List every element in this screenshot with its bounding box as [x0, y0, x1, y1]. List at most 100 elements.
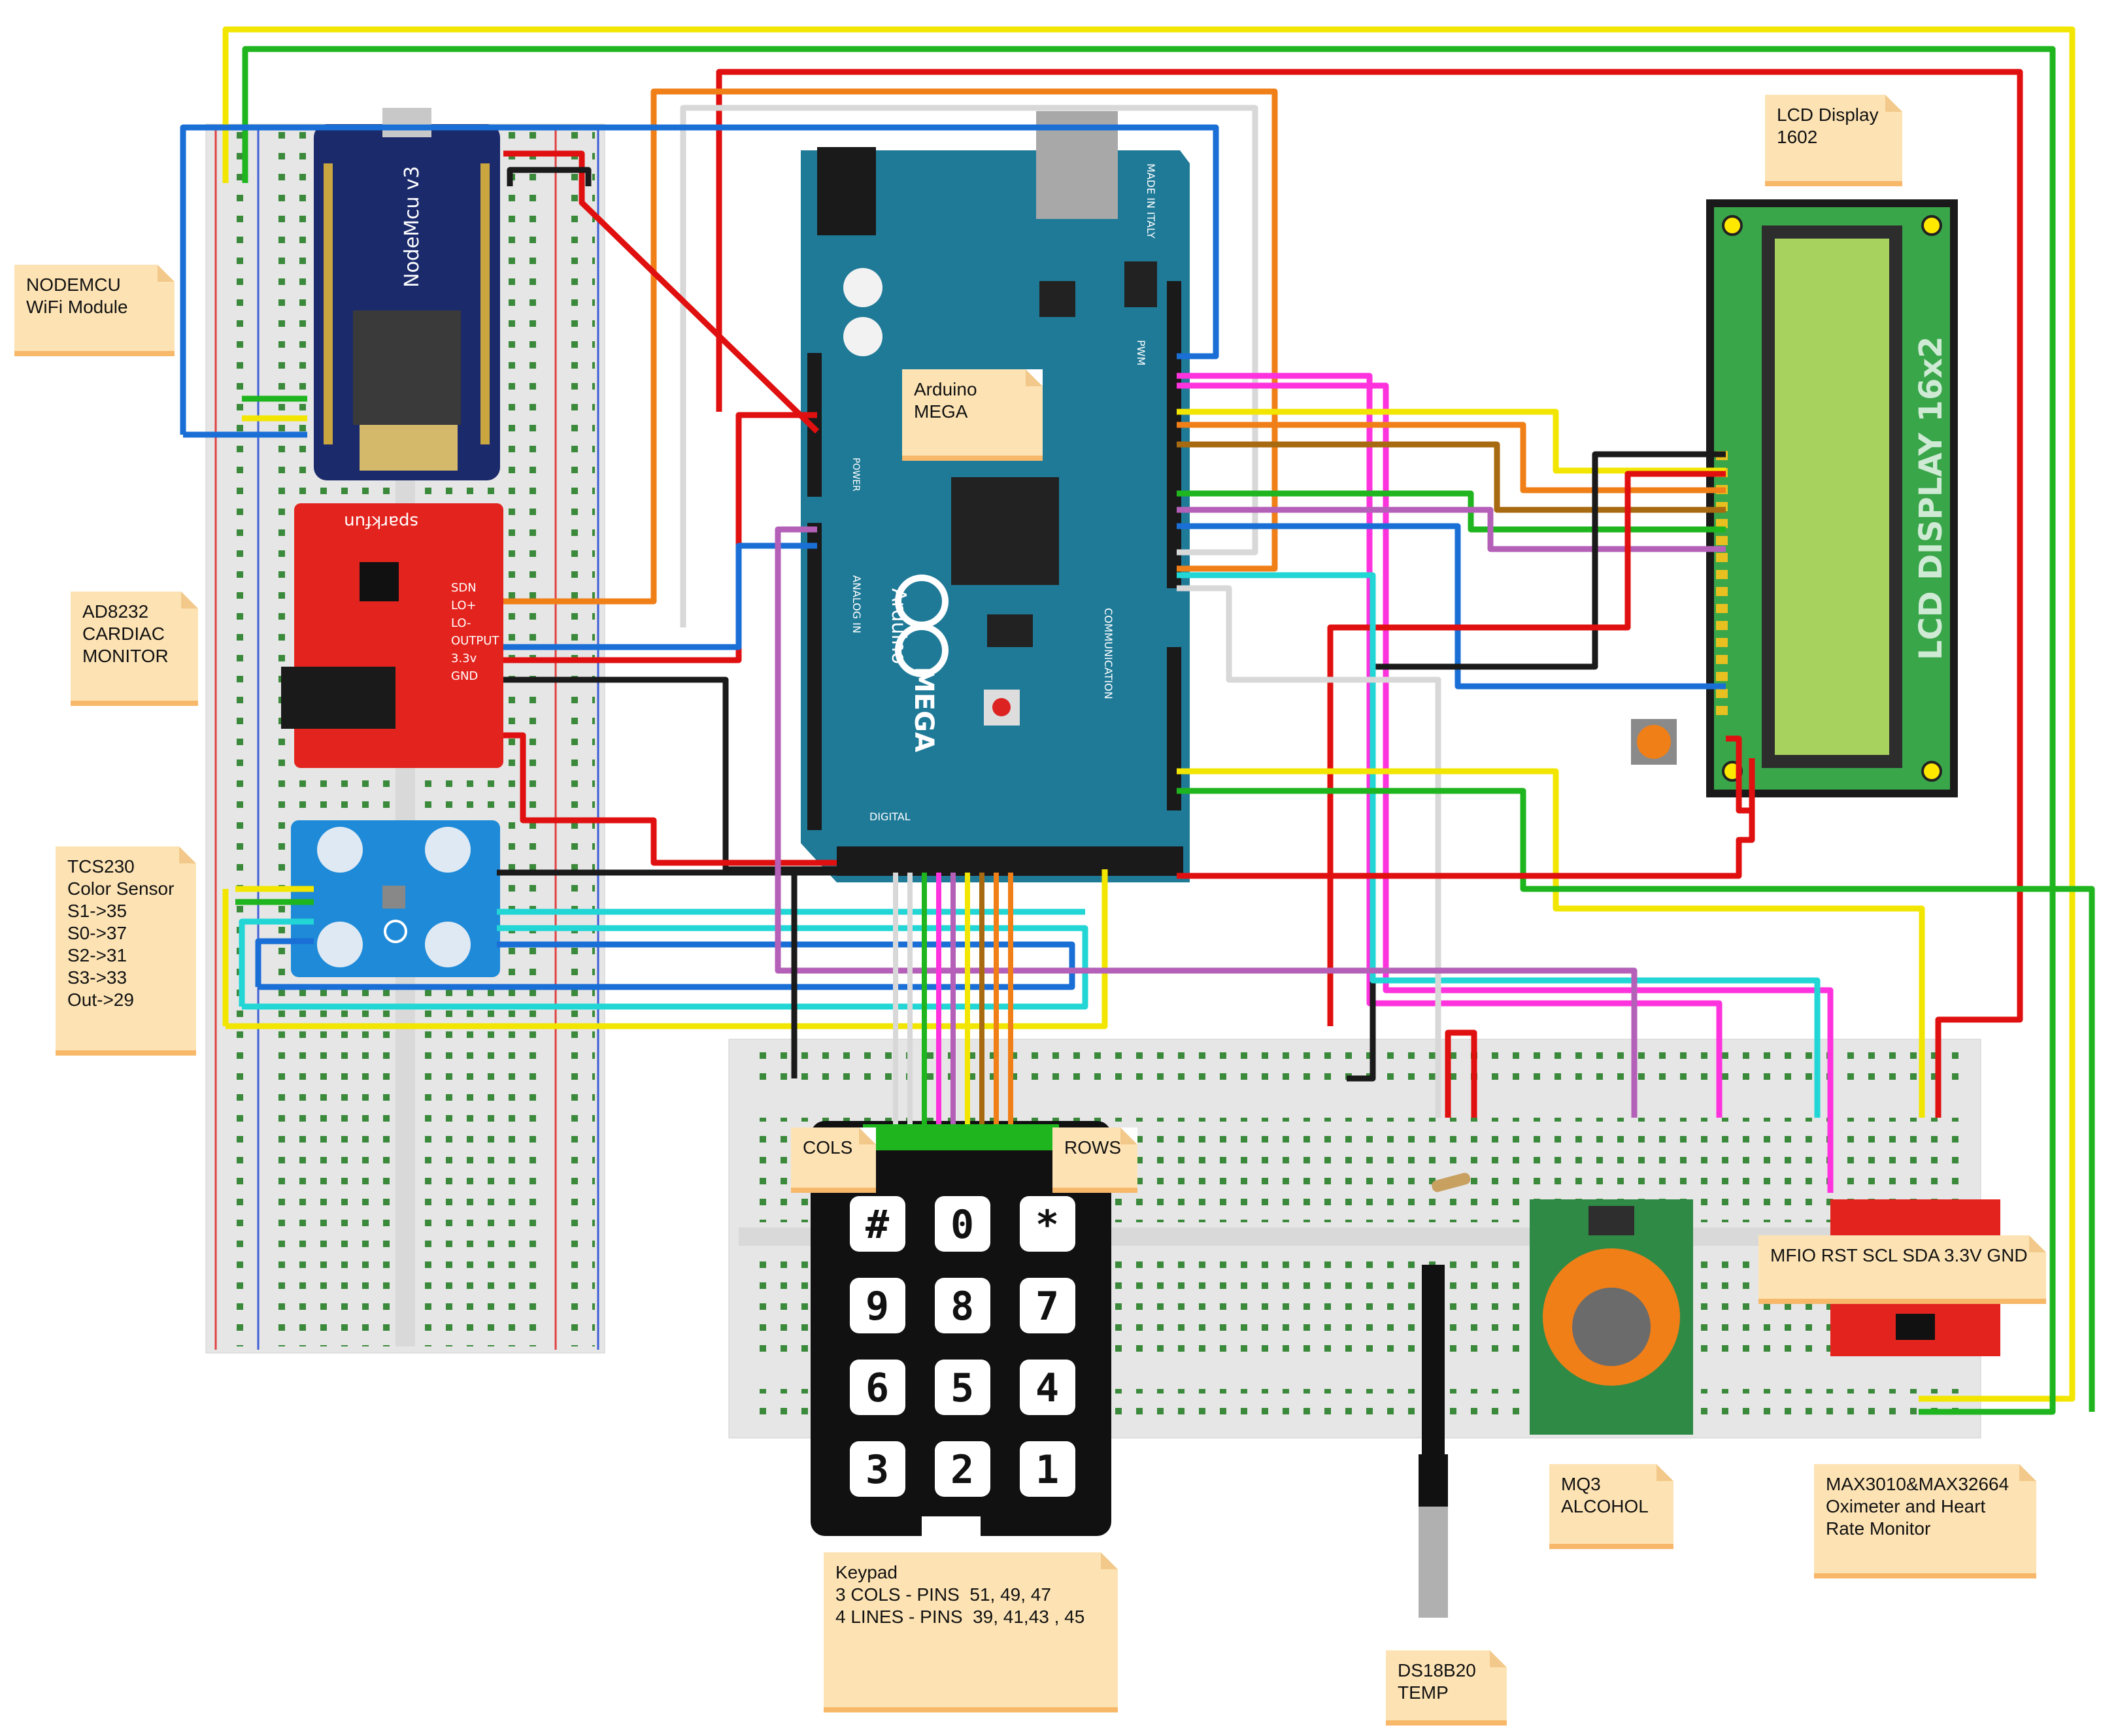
keypad-key-label: *: [1035, 1202, 1059, 1248]
keypad-key: [850, 1196, 905, 1252]
wire: [242, 925, 1088, 1010]
note-nodemcu: NODEMCU WiFi Module: [14, 265, 175, 356]
wire: [1177, 788, 2095, 1412]
note-ad8232: AD8232 CARDIAC MONITOR: [71, 592, 198, 706]
lcd-pin: [1716, 519, 1728, 528]
keypad-key-label: 3: [866, 1447, 889, 1493]
mega-model: MEGA: [909, 667, 939, 752]
note-keypad: Keypad 3 COLS - PINS 51, 49, 47 4 LINES …: [824, 1552, 1118, 1712]
mega-analog-label: ANALOG IN: [850, 575, 863, 633]
keypad-key-label: 5: [950, 1365, 974, 1411]
wire: [242, 46, 2056, 1415]
lcd-pin: [1716, 604, 1728, 613]
keypad-key: [935, 1196, 990, 1252]
ad8232-pin-label: LO+: [451, 599, 477, 612]
keypad-key-label: 8: [950, 1284, 974, 1329]
keypad-key: [850, 1441, 905, 1497]
wire: [1327, 471, 1726, 1026]
keypad: #0 * 9 8 7 6 5 4 3 2 1: [811, 1121, 1111, 1536]
lcd-pin: [1716, 655, 1728, 664]
wire: [1177, 768, 1925, 1118]
keypad-key-label: 2: [950, 1447, 974, 1493]
wire: [1177, 572, 1821, 1118]
ad8232-pin-label: 3.3v: [451, 652, 477, 665]
sparkfun-label: sparkfun: [344, 512, 418, 531]
lcd-pin: [1716, 621, 1728, 630]
mega-digital-label: DIGITAL: [869, 810, 911, 823]
tcs230-board: [291, 820, 500, 977]
lcd-pin: [1716, 689, 1728, 698]
wire: [1177, 422, 1726, 493]
note-cols: COLS: [791, 1127, 876, 1193]
note-max-pins: MFIO RST SCL SDA 3.3V GND: [1758, 1235, 2046, 1304]
wire: [1177, 373, 1723, 1118]
note-max: MAX3010&MAX32664 Oximeter and Heart Rate…: [1814, 1464, 2036, 1578]
lcd-display: LCD DISPLAY 16x2: [1706, 199, 1958, 797]
wire: [1177, 523, 1726, 690]
note-rows: ROWS: [1052, 1127, 1137, 1193]
keypad-key: [1020, 1441, 1075, 1497]
wire: [1726, 735, 1752, 814]
wire: [503, 676, 837, 873]
nodemcu-board: NodeMcu v3: [314, 108, 500, 480]
ad8232-pin-label: GND: [451, 669, 478, 683]
note-ds18b20: DS18B20 TEMP: [1386, 1650, 1507, 1726]
wire: [1177, 409, 1726, 474]
wire: [1347, 451, 1726, 1082]
keypad-key: [850, 1278, 905, 1333]
wires: [180, 26, 2095, 1415]
keypad-key-label: 7: [1035, 1284, 1059, 1329]
keypad-key-label: 0: [950, 1202, 974, 1248]
lcd-pin: [1716, 672, 1728, 681]
lcd-pin: [1716, 570, 1728, 579]
ad8232-pin-label: LO-: [451, 616, 471, 630]
potentiometer: [1631, 719, 1677, 765]
wire: [239, 918, 314, 1007]
ad8232-pin-label: OUTPUT: [451, 634, 499, 648]
lcd-pin: [1716, 706, 1728, 715]
wire: [503, 732, 837, 866]
wire: [503, 150, 820, 434]
wire: [1177, 507, 1726, 552]
wire: [503, 88, 1278, 605]
mq3-sensor: [1530, 1199, 1693, 1435]
keypad-key-label: 1: [1035, 1447, 1059, 1493]
keypad-key: [850, 1360, 905, 1415]
wire: [1177, 758, 1755, 879]
wire: [1177, 585, 1441, 1118]
wire: [507, 167, 592, 186]
keypad-key: [935, 1278, 990, 1333]
wire: [255, 938, 314, 987]
keypad-key: [935, 1360, 990, 1415]
resistor: [1432, 1173, 1471, 1192]
keypad-key: [1020, 1278, 1075, 1333]
lcd-pin: [1716, 587, 1728, 596]
lcd-pin: [1716, 553, 1728, 562]
mega-comm-label: COMMUNICATION: [1102, 608, 1115, 699]
wire: [1445, 1029, 1477, 1118]
keypad-key-label: 6: [866, 1365, 889, 1411]
keypad-key-label: 9: [866, 1284, 889, 1329]
wire: [258, 941, 1075, 990]
keypad-key-label: 4: [1035, 1365, 1059, 1411]
wire: [503, 412, 817, 663]
note-mq3: MQ3 ALCOHOL: [1549, 1464, 1673, 1549]
ds18b20-probe: [1419, 1265, 1448, 1618]
wire: [226, 869, 1108, 1029]
keypad-key: [1020, 1196, 1075, 1252]
note-lcd: LCD Display 1602: [1765, 95, 1902, 186]
wire: [680, 105, 1258, 627]
keypad-key-label: #: [866, 1202, 889, 1248]
keypad-key: [1020, 1360, 1075, 1415]
lcd-title: LCD DISPLAY 16x2: [1913, 336, 1949, 660]
wire: [775, 526, 1638, 1118]
wire: [222, 26, 2076, 1402]
ad8232-pin-label: SDN: [451, 581, 477, 595]
arduino-mega-board: Arduino MEGA POWER ANALOG IN DIGITAL COM…: [801, 111, 1190, 882]
keypad-key: [935, 1441, 990, 1497]
lcd-pin: [1716, 536, 1728, 545]
pwm-label: PWM: [1135, 340, 1147, 365]
wire: [1177, 441, 1726, 513]
